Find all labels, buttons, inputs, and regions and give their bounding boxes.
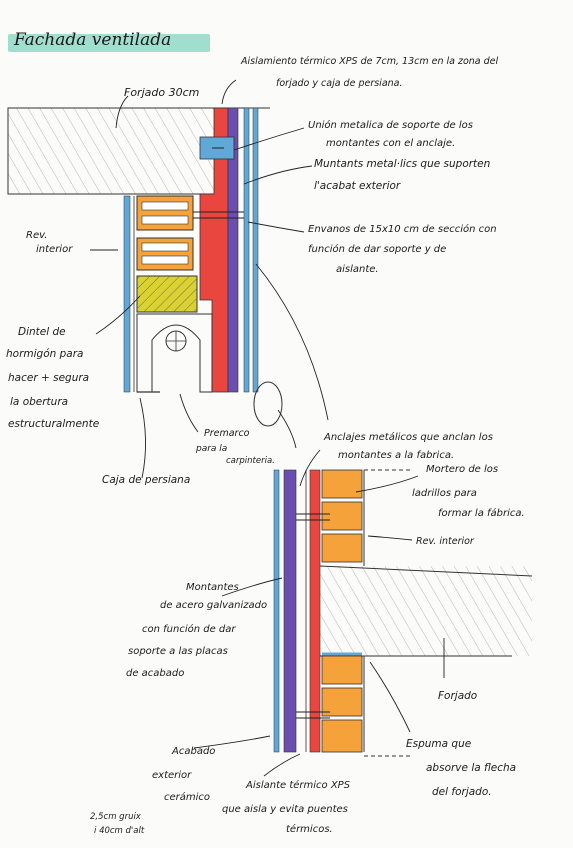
label-envanos-3: aislante. xyxy=(336,264,379,275)
label-acabado-3: cerámico xyxy=(164,792,211,803)
purple-profile-upper xyxy=(227,107,239,393)
label-anclajes-2: montantes a la fabrica. xyxy=(338,450,455,461)
blue-cladding-lower xyxy=(273,469,280,753)
label-espuma-2: absorve la flecha xyxy=(426,762,517,774)
label-anclajes-1: Anclajes metálicos que anclan los xyxy=(324,432,493,443)
label-union-1: Unión metalica de soporte de los xyxy=(308,120,473,131)
shutter-box xyxy=(136,313,213,393)
label-montantes-acero-2: de acero galvanizado xyxy=(160,600,268,611)
label-espuma-1: Espuma que xyxy=(406,738,472,750)
brick-4 xyxy=(321,655,363,685)
label-acabado-5: i 40cm d'alt xyxy=(94,826,145,836)
slab-upper xyxy=(7,107,219,195)
label-aislante-1: Aislante térmico XPS xyxy=(246,780,351,791)
label-union-2: montantes con el anclaje. xyxy=(326,138,456,149)
label-aislante-3: térmicos. xyxy=(286,824,333,835)
label-rev-interior-2: interior xyxy=(36,244,73,255)
label-montantes-acero-3: con función de dar xyxy=(142,624,236,635)
envano-1 xyxy=(136,195,194,231)
label-premarco-2: para la xyxy=(196,444,228,454)
label-forjado-bottom: Forjado xyxy=(438,690,478,702)
brick-2 xyxy=(321,501,363,531)
label-dintel-2: hormigón para xyxy=(6,348,84,360)
label-caja-persiana: Caja de persiana xyxy=(102,474,191,486)
label-premarco-3: carpinteria. xyxy=(226,456,275,466)
label-acabado-4: 2,5cm gruix xyxy=(90,812,141,822)
label-montants-2: l'acabat exterior xyxy=(314,180,401,192)
label-mortero-2: ladrillos para xyxy=(412,488,477,499)
brick-1 xyxy=(321,469,363,499)
brick-5 xyxy=(321,687,363,717)
blue-cladding-upper xyxy=(243,107,250,393)
label-espuma-3: del forjado. xyxy=(432,786,492,798)
label-acabado-2: exterior xyxy=(152,770,192,781)
lower-detail xyxy=(273,469,533,757)
label-aislamiento-1: Aislamiento térmico XPS de 7cm, 13cm en … xyxy=(241,56,499,67)
label-montants-1: Muntants metal·lics que suporten xyxy=(314,158,491,170)
label-envanos-2: función de dar soporte y de xyxy=(308,244,447,255)
detail-circle xyxy=(253,381,283,427)
label-envanos-1: Envanos de 15x10 cm de sección con xyxy=(308,224,497,235)
insulation-lower xyxy=(309,469,321,753)
brick-6 xyxy=(321,719,363,753)
upper-detail xyxy=(7,107,283,427)
label-montantes-acero-5: de acabado xyxy=(126,668,185,679)
label-montantes-acero-4: soporte a las placas xyxy=(128,646,228,657)
label-forjado-top: Forjado 30cm xyxy=(124,86,200,99)
label-premarco-1: Premarco xyxy=(204,428,250,439)
purple-profile-lower xyxy=(283,469,297,753)
interior-render-upper xyxy=(123,195,131,393)
brick-3 xyxy=(321,533,363,563)
label-mortero-1: Mortero de los xyxy=(426,464,499,475)
label-aislamiento-2: forjado y caja de persiana. xyxy=(276,78,403,89)
slab-lower xyxy=(320,566,532,656)
label-montantes-acero-1: Montantes xyxy=(186,582,239,593)
label-rev-interior-1: Rev. xyxy=(26,230,48,241)
label-dintel-3: hacer + segura xyxy=(8,372,90,384)
label-dintel-4: la obertura xyxy=(10,396,69,408)
label-acabado-1: Acabado xyxy=(172,746,216,757)
label-dintel-5: estructuralmente xyxy=(8,418,100,430)
title-highlight xyxy=(8,34,210,52)
label-dintel-1: Dintel de xyxy=(18,326,66,338)
label-mortero-3: formar la fábrica. xyxy=(438,508,525,519)
label-aislante-2: que aisla y evita puentes xyxy=(222,804,348,815)
page-title: Fachada ventilada xyxy=(14,30,172,50)
leader-lines xyxy=(90,79,445,777)
label-rev-interior-lower: Rev. interior xyxy=(416,536,474,547)
